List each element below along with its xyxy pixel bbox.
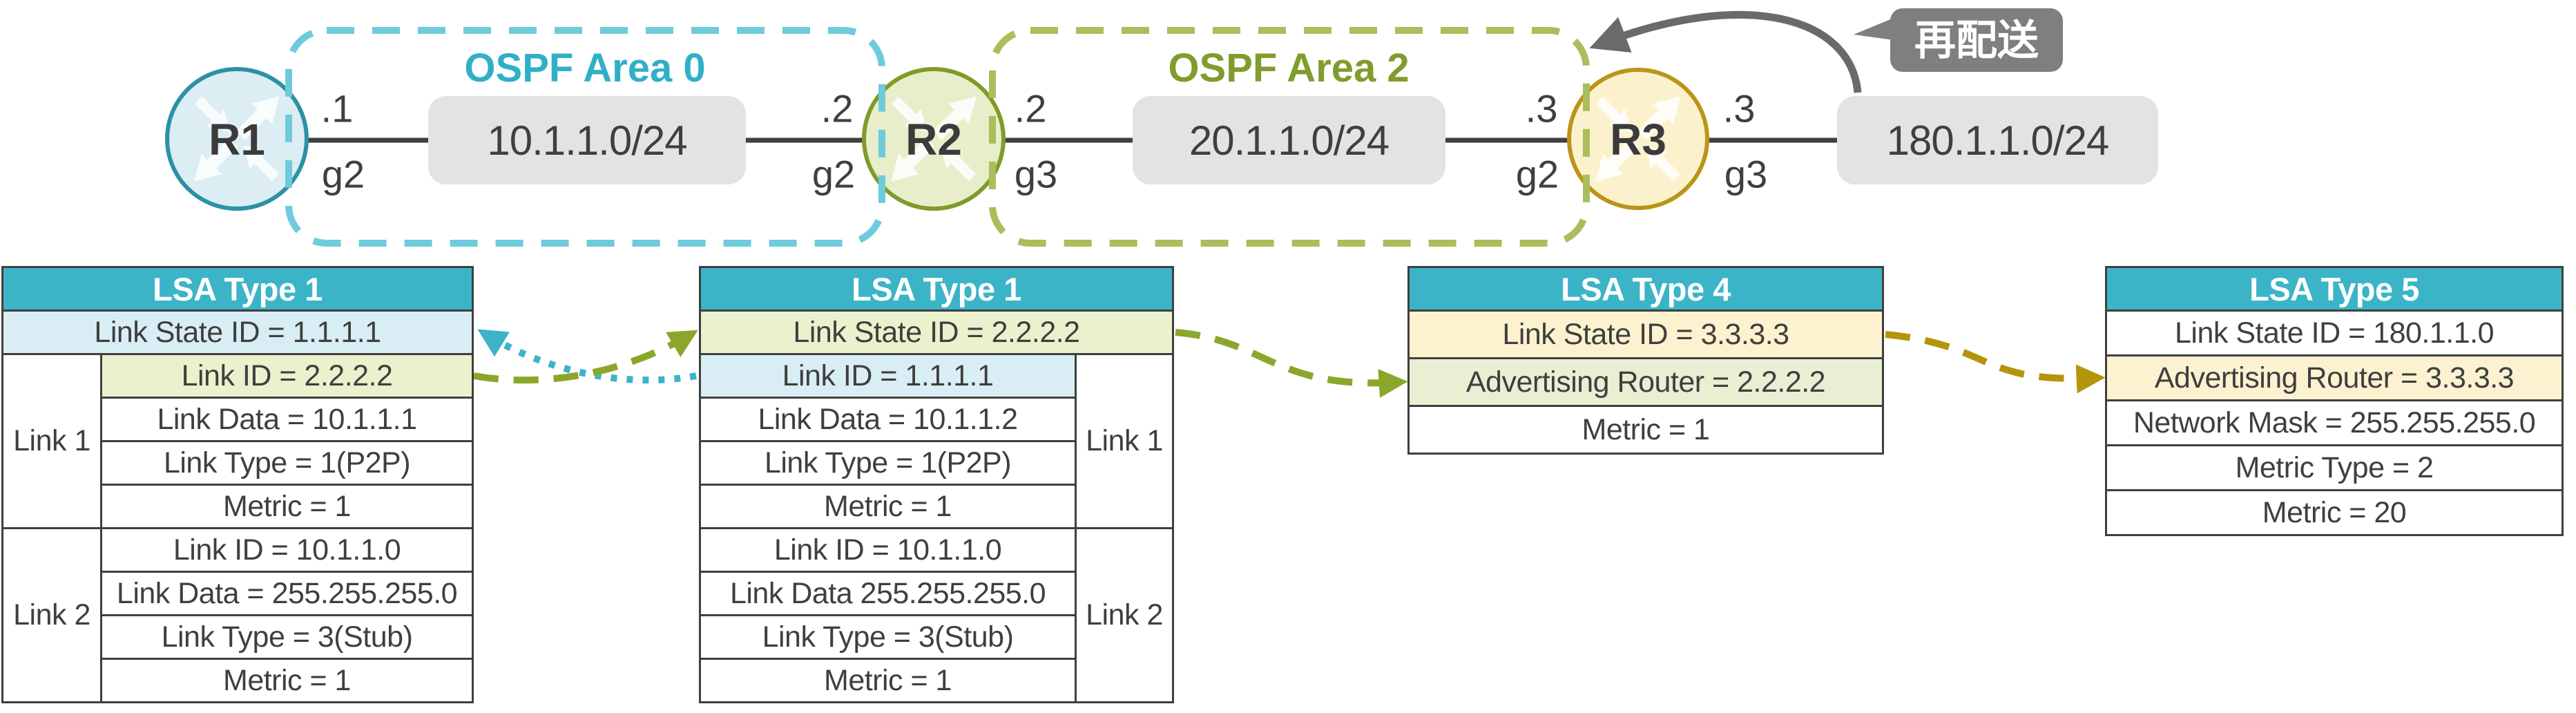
router-r3: R3 bbox=[1567, 68, 1709, 210]
lsa-row: Link Type = 3(Stub) bbox=[102, 616, 472, 658]
lsa-row: Link Type = 1(P2P) bbox=[701, 442, 1075, 484]
lsa-row: Link ID = 10.1.1.0 bbox=[701, 529, 1075, 571]
lsa-row: Metric = 1 bbox=[102, 660, 472, 701]
router-r1-label: R1 bbox=[209, 115, 265, 164]
network-box-20-1-1-0: 20.1.1.0/24 bbox=[1133, 96, 1445, 184]
lsa-table-title: LSA Type 5 bbox=[2107, 268, 2561, 310]
bubble-tail bbox=[1854, 18, 1894, 40]
link-group-label: Link 1 bbox=[1077, 355, 1172, 527]
router-r2: R2 bbox=[862, 67, 1006, 211]
redistribute-label: 再配送 bbox=[1914, 17, 2039, 64]
ospf-area0-title: OSPF Area 0 bbox=[464, 46, 705, 91]
link-group-label: Link 2 bbox=[3, 529, 100, 701]
ospf-area2-title: OSPF Area 2 bbox=[1168, 46, 1409, 91]
lsa-row: Metric Type = 2 bbox=[2107, 446, 2561, 489]
r3-if-label-external: g3 bbox=[1724, 152, 1768, 196]
lsa-row: Link ID = 2.2.2.2 bbox=[102, 355, 472, 397]
lsa-row: Link ID = 1.1.1.1 bbox=[701, 355, 1075, 397]
lsa-row: Link ID = 10.1.1.0 bbox=[102, 529, 472, 571]
r2-if-label-area2: g3 bbox=[1014, 152, 1058, 196]
lsa-row: Metric = 1 bbox=[102, 486, 472, 527]
lsa-row: Metric = 1 bbox=[1410, 407, 1882, 453]
lsa-row: Metric = 20 bbox=[2107, 491, 2561, 534]
lsa-row: Link State ID = 3.3.3.3 bbox=[1410, 312, 1882, 357]
lsa-row: Metric = 1 bbox=[701, 660, 1075, 701]
lsa-row: Link State ID = 180.1.1.0 bbox=[2107, 312, 2561, 354]
router-r1: R1 bbox=[165, 67, 309, 211]
lsa-table-title: LSA Type 1 bbox=[701, 268, 1172, 310]
router-r2-label: R2 bbox=[905, 115, 962, 164]
lsa-row: Link State ID = 2.2.2.2 bbox=[701, 312, 1172, 353]
lsa-row: Link Type = 3(Stub) bbox=[701, 616, 1075, 658]
link-group-label: Link 2 bbox=[1077, 529, 1172, 701]
r2-if-label-area0: g2 bbox=[811, 152, 856, 196]
router-icon bbox=[891, 96, 977, 182]
lsa-row: Advertising Router = 2.2.2.2 bbox=[1410, 359, 1882, 405]
link-group-label: Link 1 bbox=[3, 355, 100, 527]
lsa-row: Link Type = 1(P2P) bbox=[102, 442, 472, 484]
ospf-area2-boundary bbox=[989, 27, 1590, 247]
network-box-180-1-1-0: 180.1.1.0/24 bbox=[1837, 96, 2158, 184]
redistribute-arrow bbox=[1589, 10, 1862, 93]
r3-addr-label-external: .3 bbox=[1722, 86, 1756, 131]
router-r3-label: R3 bbox=[1610, 115, 1666, 164]
r2-addr-label-area2: .2 bbox=[1014, 86, 1047, 131]
router-icon bbox=[1595, 96, 1681, 182]
redistribute-bubble: 再配送 bbox=[1854, 8, 2063, 72]
r1-if-label: g2 bbox=[321, 152, 365, 196]
lsa-row: Link Data = 10.1.1.1 bbox=[102, 399, 472, 440]
lsa-table-title: LSA Type 4 bbox=[1410, 268, 1882, 310]
lsa-table-title: LSA Type 1 bbox=[3, 268, 472, 310]
arrow-r2linkid-to-r1lsid bbox=[477, 329, 697, 384]
lsa-row: Network Mask = 255.255.255.0 bbox=[2107, 401, 2561, 444]
lsa-row: Link Data 255.255.255.0 bbox=[701, 573, 1075, 614]
arrow-r2lsid-to-lsa4adv bbox=[1175, 329, 1408, 398]
r1-addr-label: .1 bbox=[320, 86, 354, 131]
r3-if-label-area2: g2 bbox=[1515, 152, 1559, 196]
r2-addr-label-area0: .2 bbox=[820, 86, 854, 131]
lsa-row: Metric = 1 bbox=[701, 486, 1075, 527]
lsa-row: Advertising Router = 3.3.3.3 bbox=[2107, 356, 2561, 399]
lsa-row: Link Data = 255.255.255.0 bbox=[102, 573, 472, 614]
ospf-area0-boundary bbox=[285, 27, 885, 247]
arrow-lsa4lsid-to-lsa5adv bbox=[1885, 331, 2106, 394]
r3-addr-label-area2: .3 bbox=[1525, 86, 1558, 131]
network-box-10-1-1-0: 10.1.1.0/24 bbox=[428, 96, 746, 184]
lsa-row: Link Data = 10.1.1.2 bbox=[701, 399, 1075, 440]
lsa-row: Link State ID = 1.1.1.1 bbox=[3, 312, 472, 353]
bubble-body bbox=[1890, 8, 2063, 72]
router-icon bbox=[194, 96, 280, 182]
